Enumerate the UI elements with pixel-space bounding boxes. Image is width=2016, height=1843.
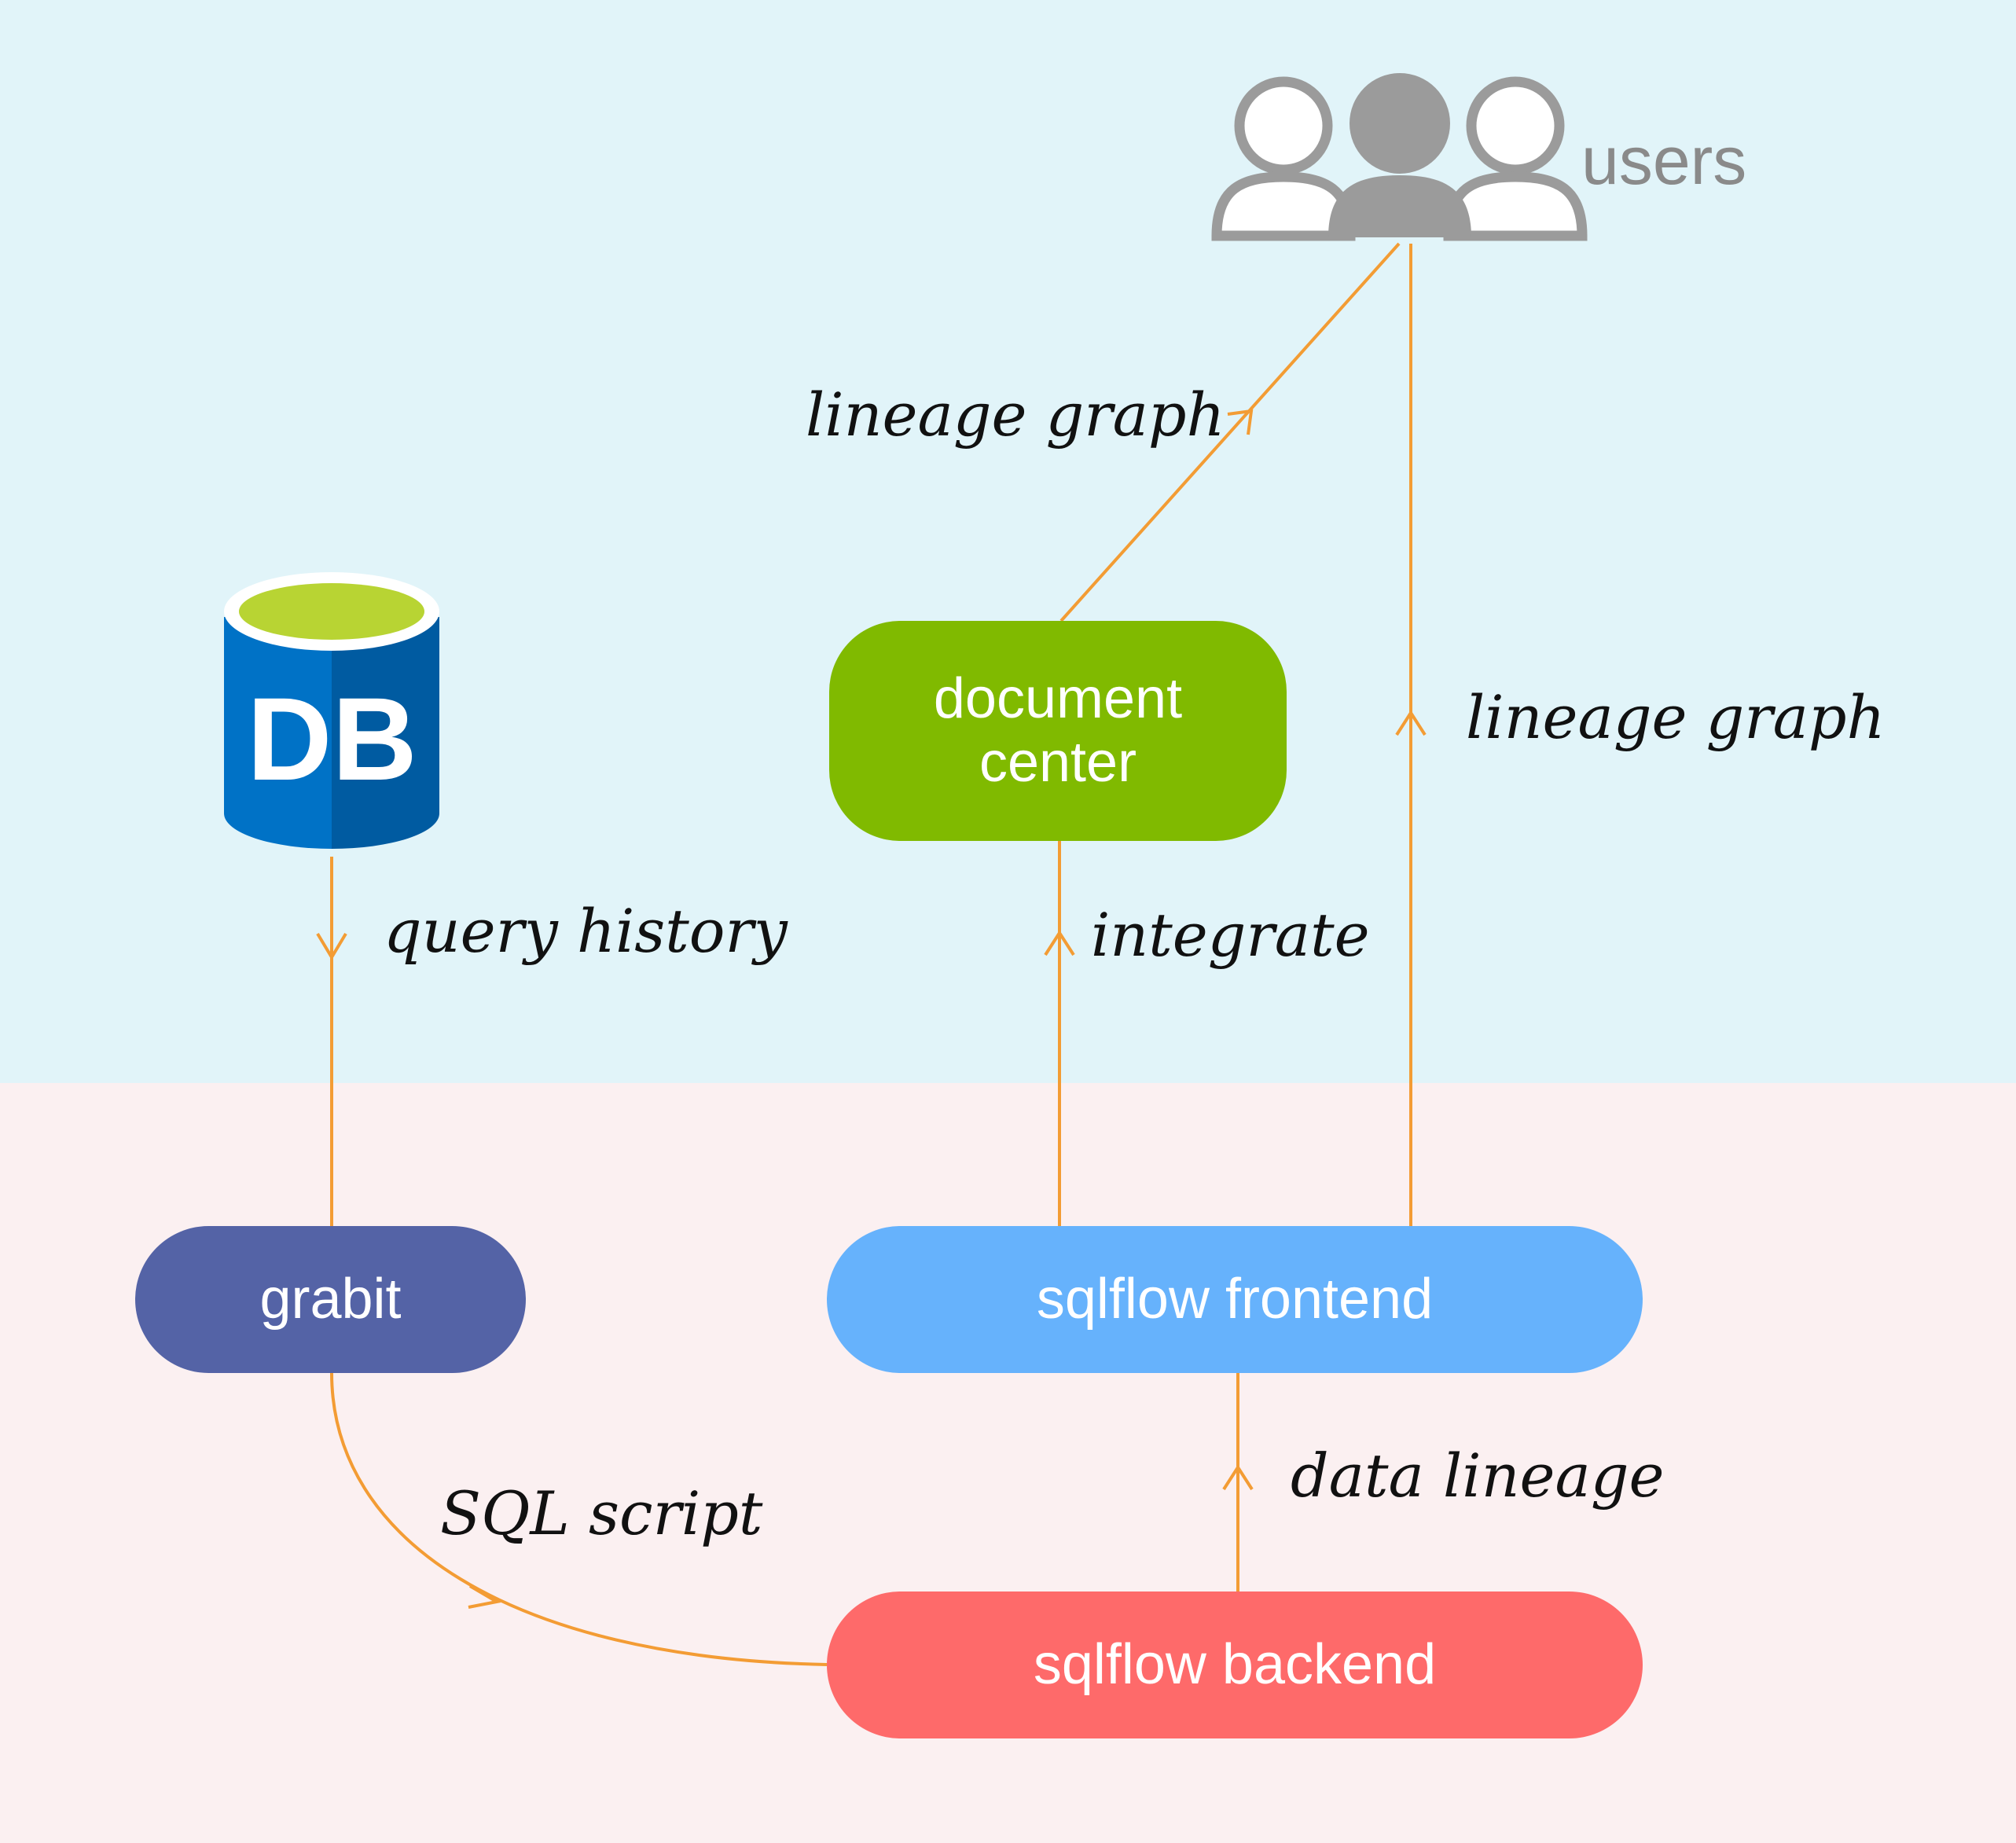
user-outline-icon: [1443, 76, 1588, 241]
arrowhead-sql-script: [468, 1584, 501, 1609]
user-outline-icon: [1211, 76, 1356, 241]
node-document-center-label: document center: [933, 667, 1183, 794]
arrowhead-query-history: [316, 932, 347, 960]
node-sqlflow-backend-label: sqlflow backend: [1033, 1633, 1437, 1697]
node-document-center[interactable]: document center: [829, 621, 1287, 841]
arrowhead-lineage-graph-frontend: [1395, 710, 1427, 736]
arrowhead-integrate: [1044, 930, 1075, 956]
users-group-icon: [1211, 73, 1588, 241]
node-sqlflow-frontend[interactable]: sqlflow frontend: [827, 1226, 1643, 1373]
edge-label-lineage-graph-doc: lineage graph: [806, 380, 1225, 450]
edge-grabit-to-backend: [330, 1372, 828, 1666]
arrowhead-data-lineage: [1222, 1464, 1254, 1491]
node-grabit[interactable]: grabit: [135, 1226, 526, 1373]
edge-label-data-lineage: data lineage: [1291, 1441, 1665, 1511]
database-label: DB: [247, 673, 417, 805]
edge-label-lineage-graph-frontend: lineage graph: [1466, 682, 1886, 752]
edge-label-sql-script: SQL script: [440, 1478, 763, 1548]
top-zone-background: [0, 0, 2016, 1083]
users-label: users: [1581, 123, 1747, 199]
node-grabit-label: grabit: [259, 1268, 402, 1331]
edge-label-integrate: integrate: [1091, 900, 1370, 970]
database-icon: [224, 572, 439, 849]
node-sqlflow-backend[interactable]: sqlflow backend: [827, 1592, 1643, 1738]
edge-label-query-history: query history: [384, 896, 788, 966]
edge-document-center-to-users: [1059, 242, 1401, 622]
user-filled-icon: [1328, 73, 1471, 237]
node-sqlflow-frontend-label: sqlflow frontend: [1036, 1268, 1434, 1331]
arrowhead-lineage-graph-doc: [1227, 409, 1254, 435]
